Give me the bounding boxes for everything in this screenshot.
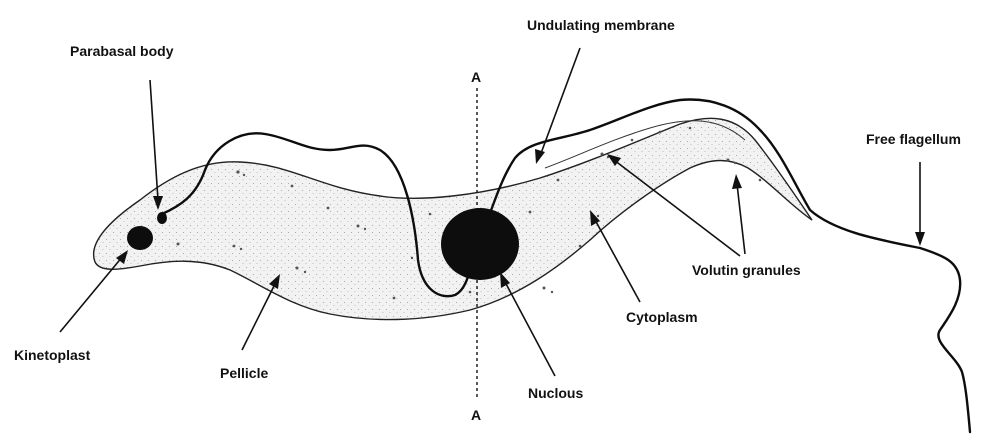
label-undulating-membrane: Undulating membrane: [527, 17, 675, 33]
label-kinetoplast: Kinetoplast: [14, 347, 91, 363]
label-free-flagellum: Free flagellum: [866, 131, 961, 147]
label-pellicle: Pellicle: [220, 365, 268, 381]
section-label-top: A: [471, 69, 481, 85]
label-cytoplasm: Cytoplasm: [626, 309, 698, 325]
label-parabasal-body: Parabasal body: [70, 43, 174, 59]
label-volutin-granules: Volutin granules: [692, 262, 801, 278]
kinetoplast-shape: [127, 226, 153, 250]
nucleus-shape: [441, 208, 519, 280]
label-nucleus: Nuclous: [528, 385, 583, 401]
section-label-bottom: A: [471, 407, 481, 423]
